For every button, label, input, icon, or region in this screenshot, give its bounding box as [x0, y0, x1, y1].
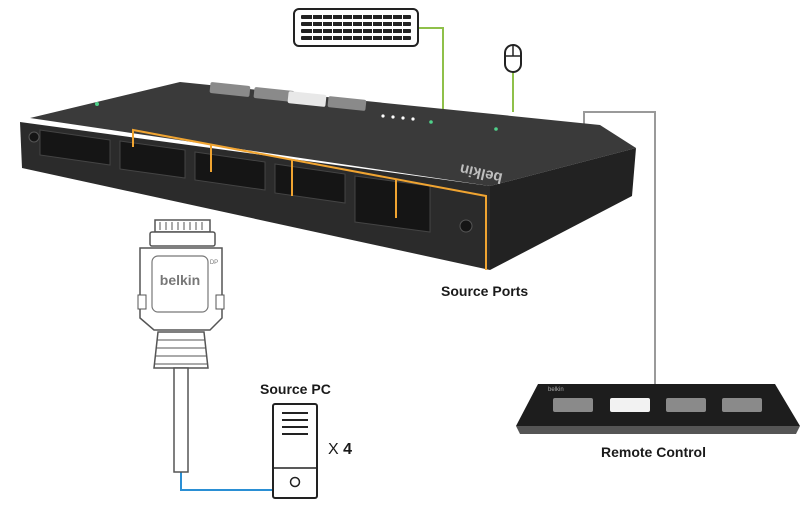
remote-control-label: Remote Control [601, 444, 706, 460]
source-pc-label: Source PC [260, 381, 331, 397]
pc-tower-icon [272, 403, 318, 499]
pc-count-label: X 4 [328, 441, 352, 459]
pc-count-value: 4 [343, 441, 353, 458]
keyboard-cable [412, 27, 444, 112]
pc-cable [180, 470, 273, 491]
mouse-icon [504, 44, 522, 73]
remote-brand-logo: belkin [548, 387, 564, 393]
source-ports-bracket [132, 128, 487, 270]
source-ports-label: Source Ports [441, 283, 529, 299]
keyboard-icon [293, 8, 419, 47]
remote-control-device [516, 384, 800, 434]
connector-brand-logo: belkin [160, 272, 200, 288]
pc-count-prefix: X [328, 441, 344, 458]
connector-port-tag: DP [210, 260, 218, 266]
kvm-switch [20, 82, 636, 270]
displayport-connector [137, 219, 225, 473]
